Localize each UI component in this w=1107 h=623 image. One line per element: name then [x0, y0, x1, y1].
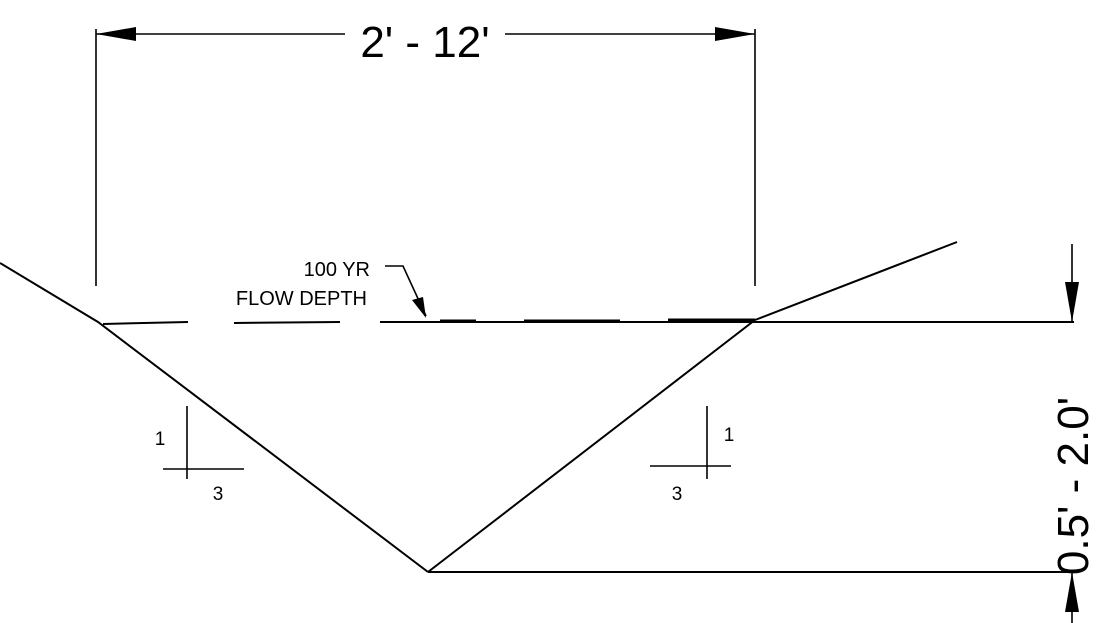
top-width-dimension: 2' - 12': [95, 18, 756, 286]
right-slope-rise: 1: [724, 425, 735, 446]
note-line-1: 100 YR: [304, 259, 370, 281]
depth-dimension: 0.5' - 2.0': [1049, 244, 1098, 623]
arrowhead-left: [96, 27, 136, 41]
left-slope-indicator: 1 3: [155, 406, 244, 505]
left-slope-run: 3: [213, 484, 224, 505]
channel-profile-left: [0, 262, 429, 573]
right-slope-indicator: 1 3: [650, 406, 734, 505]
arrowhead-right: [715, 27, 755, 41]
note-line-2: FLOW DEPTH: [236, 288, 367, 310]
depth-arrowhead-top: [1065, 282, 1079, 322]
depth-label: 0.5' - 2.0': [1049, 397, 1098, 575]
channel-profile-right: [427, 241, 958, 573]
flow-depth-note: 100 YR FLOW DEPTH: [236, 259, 427, 318]
note-leader-arrowhead: [412, 297, 426, 318]
top-width-label: 2' - 12': [360, 18, 489, 67]
depth-arrowhead-bottom: [1065, 572, 1079, 612]
flow-depth-line: [102, 318, 1074, 325]
right-slope-run: 3: [672, 484, 683, 505]
left-slope-rise: 1: [155, 429, 166, 450]
